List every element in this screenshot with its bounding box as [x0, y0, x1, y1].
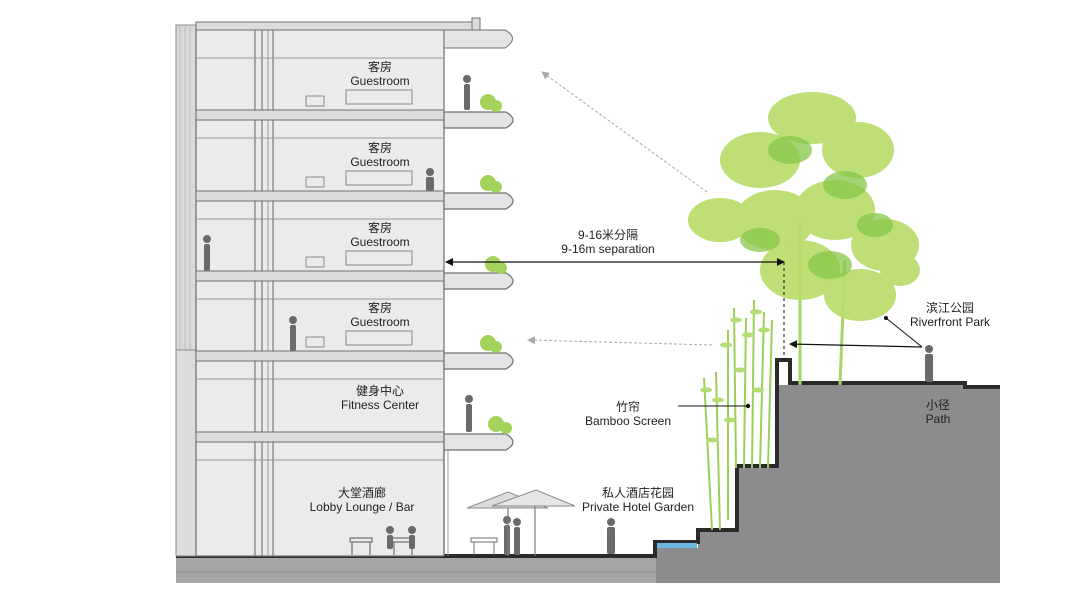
balcony-plants	[480, 94, 512, 434]
riverfront-park-label: 滨江公园 Riverfront Park	[910, 300, 991, 329]
bamboo-screen-label: 竹帘 Bamboo Screen	[585, 399, 671, 428]
svg-text:Fitness Center: Fitness Center	[341, 398, 419, 412]
person-balcony-5	[465, 395, 473, 432]
path-label: 小径 Path	[926, 398, 951, 426]
svg-text:Private Hotel Garden: Private Hotel Garden	[582, 500, 694, 514]
svg-text:客房: 客房	[368, 59, 392, 74]
svg-text:客房: 客房	[368, 300, 392, 315]
svg-text:大堂酒廊: 大堂酒廊	[338, 485, 386, 500]
svg-text:Guestroom: Guestroom	[350, 315, 409, 329]
person-park-walker	[925, 345, 933, 382]
person-wall	[203, 235, 211, 271]
guestroom-label-4: 客房 Guestroom	[350, 300, 409, 329]
svg-text:竹帘: 竹帘	[616, 399, 640, 414]
person-room-4	[289, 316, 297, 351]
guestroom-label-3: 客房 Guestroom	[350, 220, 409, 249]
person-balcony-1	[463, 75, 471, 110]
floor-slabs	[195, 109, 445, 443]
sightline-upper	[541, 71, 708, 193]
ground-line	[176, 358, 1000, 558]
svg-text:健身中心: 健身中心	[356, 383, 404, 398]
svg-text:Guestroom: Guestroom	[350, 155, 409, 169]
hotel-building	[175, 17, 514, 557]
person-garden-b	[513, 518, 521, 555]
people	[203, 75, 933, 555]
svg-text:Path: Path	[926, 412, 951, 426]
basement-strip	[176, 558, 656, 583]
guestroom-label-2: 客房 Guestroom	[350, 140, 409, 169]
room-furniture	[305, 89, 413, 348]
embankment	[176, 385, 1000, 583]
svg-text:滨江公园: 滨江公园	[926, 300, 974, 315]
svg-text:9-16米分隔: 9-16米分隔	[578, 228, 638, 242]
water-feature	[657, 543, 697, 548]
svg-text:客房: 客房	[368, 220, 392, 235]
park-label-leader	[885, 317, 923, 348]
bamboo-screen	[703, 299, 773, 531]
lobby-label: 大堂酒廊 Lobby Lounge / Bar	[310, 485, 415, 514]
person-garden-a	[503, 516, 511, 555]
svg-text:Lobby Lounge / Bar: Lobby Lounge / Bar	[310, 500, 415, 514]
sightline-lower	[527, 336, 713, 346]
balconies	[443, 111, 514, 451]
separation-label: 9-16米分隔 9-16m separation	[561, 228, 654, 256]
person-lobby-a	[386, 526, 394, 549]
fitness-center-label: 健身中心 Fitness Center	[341, 383, 419, 412]
garden-umbrellas	[466, 489, 576, 556]
person-lobby-b	[408, 526, 416, 549]
person-room-2	[426, 168, 434, 191]
svg-text:Riverfront Park: Riverfront Park	[910, 315, 991, 329]
svg-text:私人酒店花园: 私人酒店花园	[602, 485, 674, 500]
private-garden-label: 私人酒店花园 Private Hotel Garden	[582, 485, 694, 514]
bamboo-leaves	[700, 309, 770, 443]
person-garden-walker	[607, 518, 615, 554]
svg-text:Guestroom: Guestroom	[350, 235, 409, 249]
ground-section	[176, 358, 1000, 583]
svg-text:9-16m separation: 9-16m separation	[561, 242, 654, 256]
guestroom-label-1: 客房 Guestroom	[350, 59, 409, 88]
svg-text:Bamboo Screen: Bamboo Screen	[585, 414, 671, 428]
svg-text:Guestroom: Guestroom	[350, 74, 409, 88]
svg-text:客房: 客房	[368, 140, 392, 155]
riverfront-tree	[688, 92, 920, 386]
park-leader-line	[789, 340, 923, 349]
svg-text:小径: 小径	[926, 398, 950, 412]
